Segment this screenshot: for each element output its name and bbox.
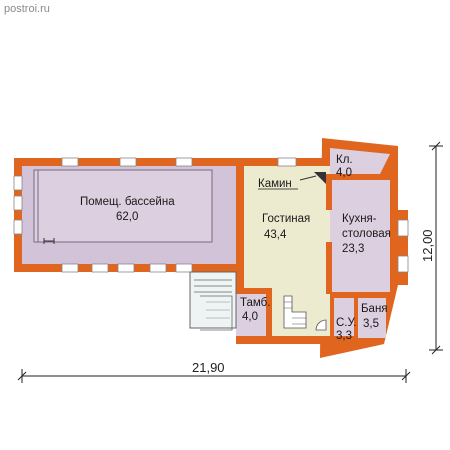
room-living-area: 43,4 [264, 229, 287, 241]
depth-dimension: 12,00 [420, 141, 443, 355]
room-living-name: Гостиная [262, 213, 310, 225]
room-fireplace-name: Камин [258, 178, 292, 190]
room-kitchen-name-1: Кухня- [342, 213, 377, 225]
width-dimension-label: 21,90 [192, 360, 225, 375]
room-wc-area: 3,3 [336, 330, 352, 342]
room-pantry-area: 4,0 [336, 167, 352, 179]
room-fills [22, 148, 390, 338]
depth-dimension-label: 12,00 [420, 229, 435, 262]
interior-walls [236, 166, 394, 338]
fireplace-symbol [299, 172, 326, 184]
width-dimension: 21,90 [17, 360, 411, 383]
terrace-stairs [189, 271, 237, 331]
interior-stair [283, 295, 327, 331]
room-vestibule-area: 4,0 [242, 311, 258, 323]
room-pantry-name: Кл. [336, 154, 353, 166]
room-kitchen-name-2: столовая [342, 228, 391, 240]
room-pool-name: Помещ. бассейна [80, 196, 175, 208]
room-kitchen-area: 23,3 [342, 243, 364, 255]
room-wc-name: С.У. [336, 317, 356, 329]
room-pool-area: 62,0 [116, 211, 138, 223]
room-bath-area: 3,5 [363, 318, 379, 330]
room-vestibule-name: Тамб. [240, 297, 270, 309]
room-bath-name: Баня [361, 303, 388, 315]
room-labels: Помещ. бассейна 62,0 Гостиная 43,4 Камин… [80, 154, 391, 342]
windows [13, 157, 409, 273]
watermark: postroi.ru [4, 3, 50, 15]
